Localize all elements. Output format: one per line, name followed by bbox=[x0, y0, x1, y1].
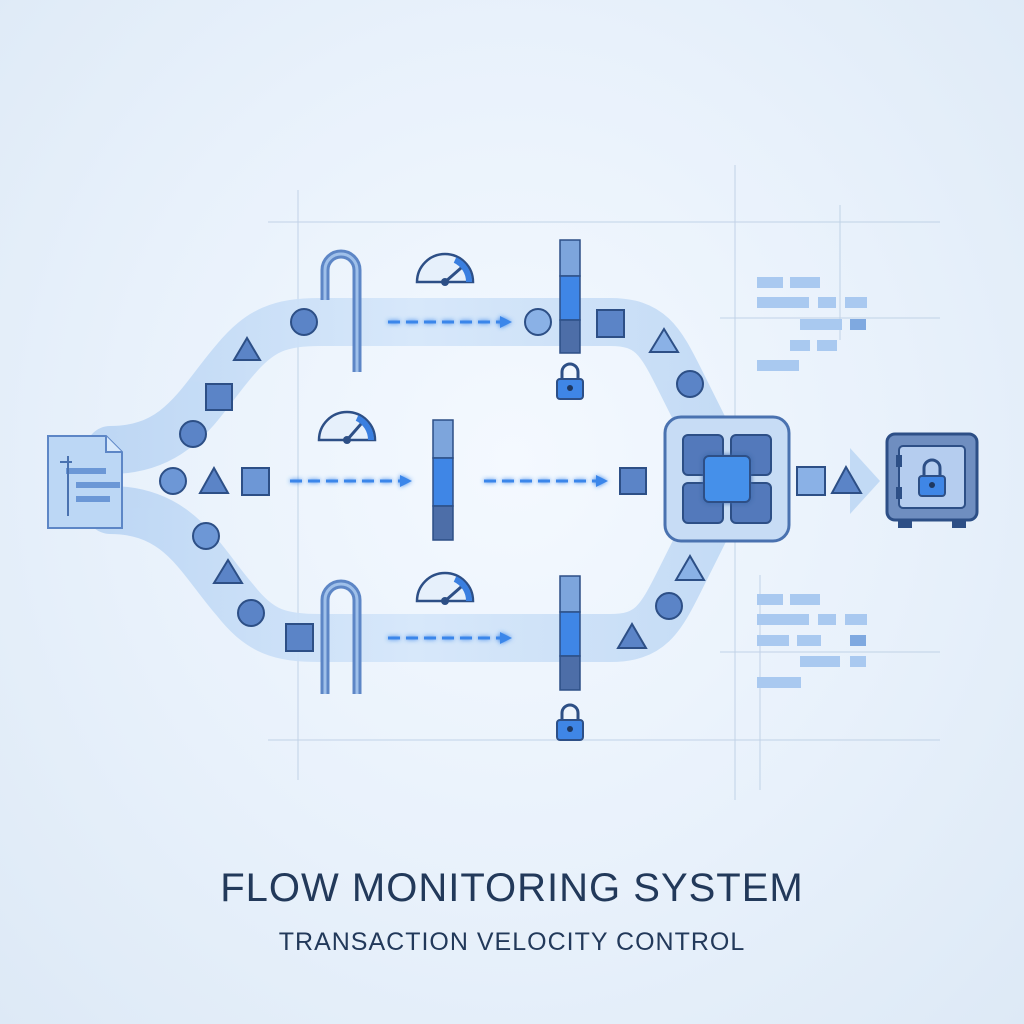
padlock-icon bbox=[556, 362, 584, 400]
token-triangle bbox=[616, 622, 648, 649]
token-circle bbox=[290, 308, 318, 336]
token-triangle bbox=[198, 465, 230, 494]
gate-bar-icon bbox=[559, 239, 581, 354]
padlock-icon bbox=[556, 703, 584, 741]
document-icon bbox=[47, 435, 123, 529]
dash-arrow-icon bbox=[388, 316, 512, 328]
token-circle bbox=[159, 467, 187, 495]
dash-arrow-icon bbox=[290, 475, 412, 487]
u-turn-pipe-icon bbox=[320, 249, 362, 372]
token-triangle bbox=[648, 327, 680, 353]
dash-arrow-icon bbox=[388, 632, 512, 644]
token-triangle bbox=[232, 336, 262, 361]
aggregator-hub-icon bbox=[663, 415, 791, 543]
token-circle bbox=[655, 592, 683, 620]
token-square bbox=[619, 467, 647, 495]
data-blocks-top bbox=[757, 277, 867, 371]
speedometer-icon bbox=[317, 410, 377, 444]
gate-bar-icon bbox=[559, 575, 581, 691]
channel-top bbox=[86, 298, 744, 484]
page-subtitle: TRANSACTION VELOCITY CONTROL bbox=[278, 928, 746, 956]
speedometer-icon bbox=[415, 252, 475, 286]
channel-bottom bbox=[86, 476, 744, 662]
token-square bbox=[241, 467, 270, 496]
token-square bbox=[285, 623, 314, 652]
speedometer-icon bbox=[415, 571, 475, 605]
data-blocks-bottom bbox=[757, 594, 867, 688]
token-triangle bbox=[212, 558, 244, 584]
token-square bbox=[205, 383, 233, 411]
token-circle bbox=[676, 370, 704, 398]
token-circle bbox=[524, 308, 552, 336]
vault-safe-icon bbox=[885, 432, 979, 528]
output-arrowhead bbox=[850, 448, 880, 514]
u-turn-pipe-icon bbox=[320, 579, 362, 694]
token-circle bbox=[192, 522, 220, 550]
velocity-arrows bbox=[290, 316, 608, 644]
token-triangle bbox=[674, 554, 706, 581]
token-triangle bbox=[830, 464, 863, 494]
token-circle bbox=[179, 420, 207, 448]
token-square bbox=[596, 309, 625, 338]
token-square bbox=[796, 466, 826, 496]
token-circle bbox=[237, 599, 265, 627]
dash-arrow-icon bbox=[484, 475, 608, 487]
gate-bar-icon bbox=[432, 419, 454, 541]
page-title: FLOW MONITORING SYSTEM bbox=[220, 866, 804, 910]
flow-tokens bbox=[159, 308, 863, 652]
